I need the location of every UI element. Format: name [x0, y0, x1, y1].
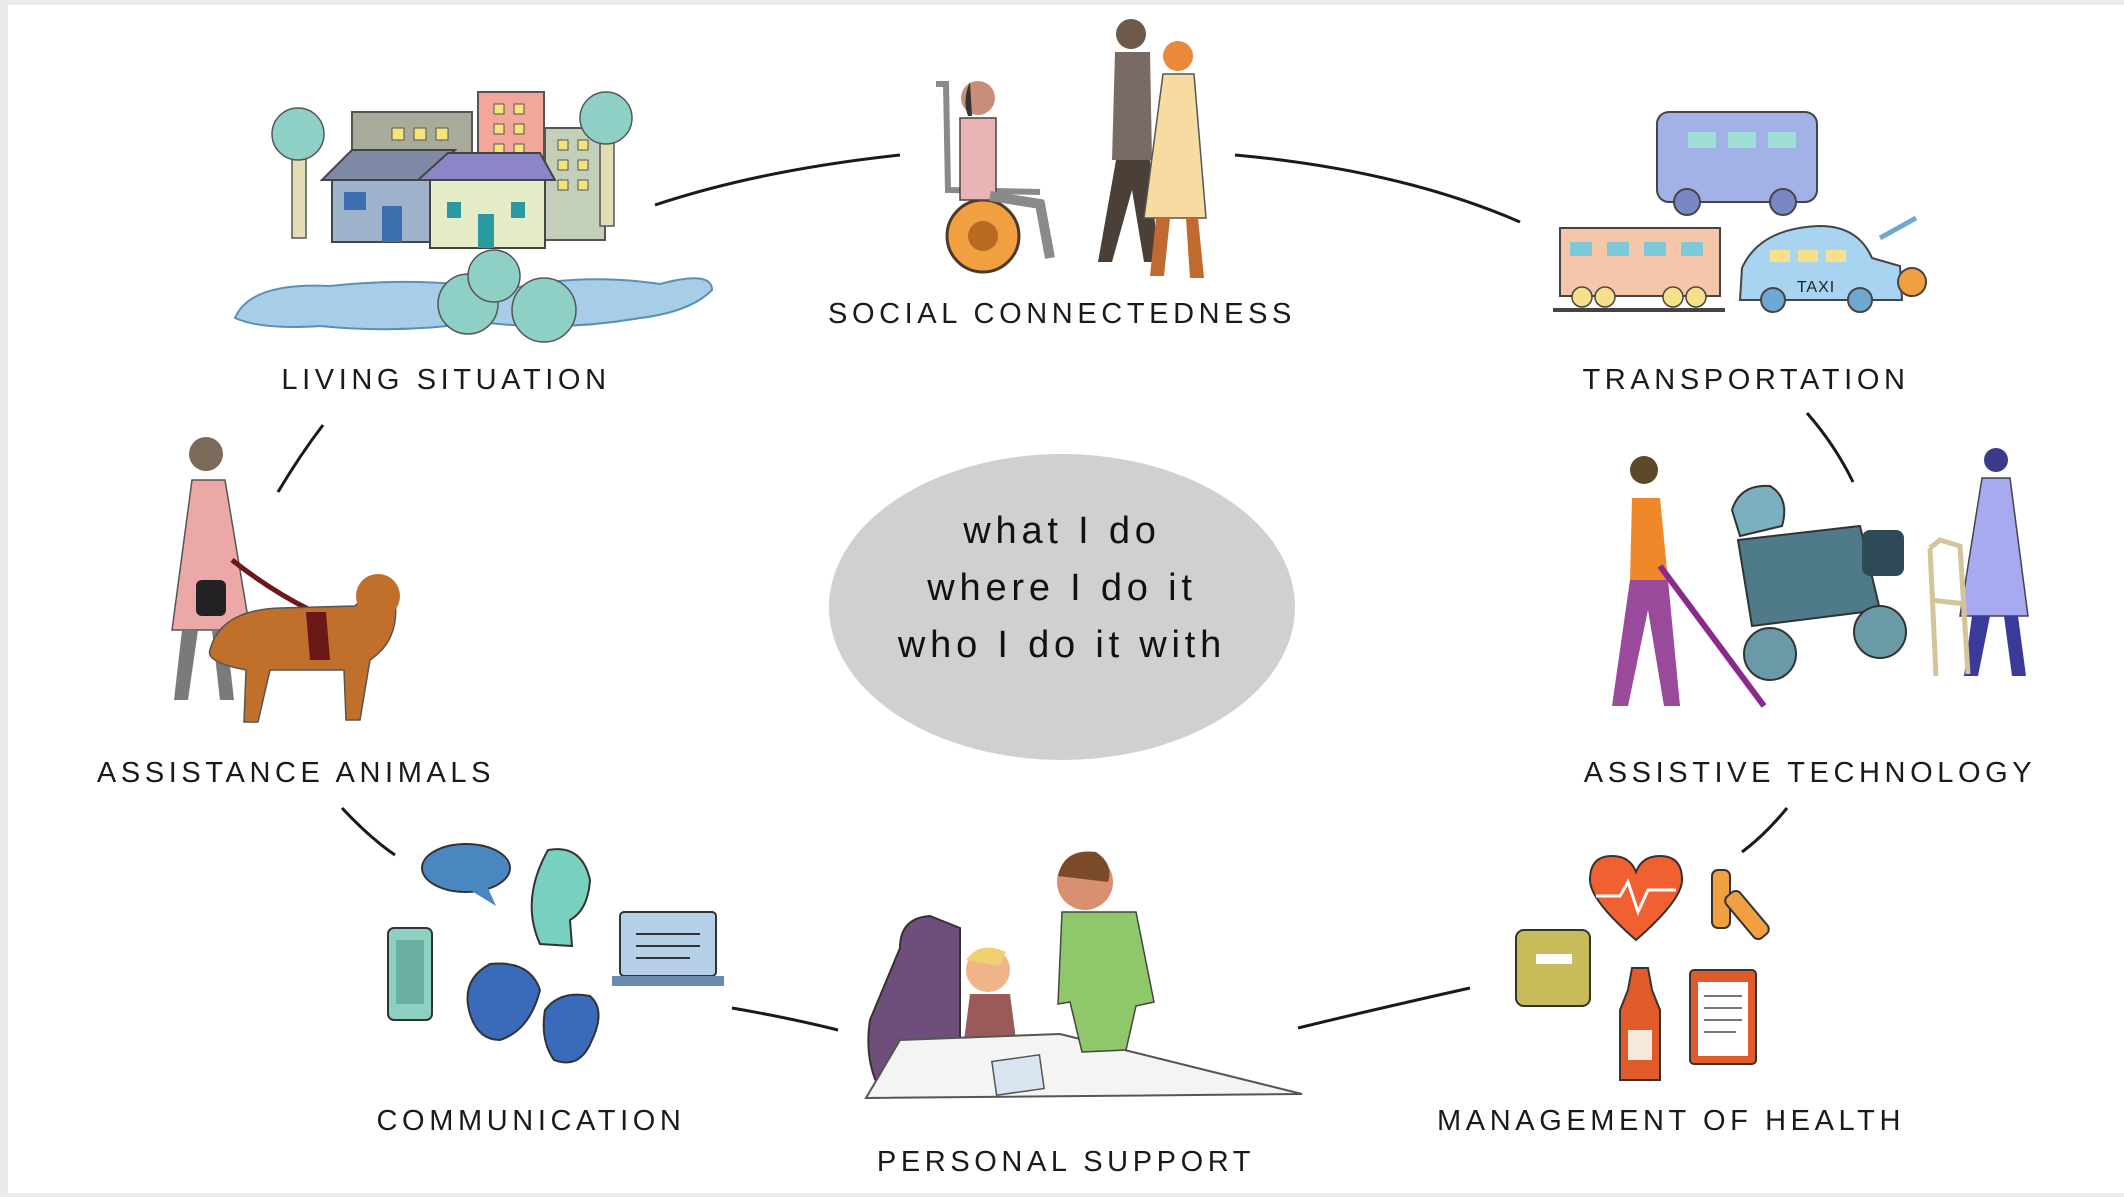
- center-line-who: who I do it with: [897, 624, 1227, 666]
- connector-personal-health: [1297, 986, 1471, 1030]
- cane-scooter-walker-illustration: [1612, 448, 2029, 708]
- people-with-wheelchair-illustration: [936, 19, 1207, 278]
- connector-assistive-health: [1741, 807, 1789, 854]
- taxi-sign-text: TAXI: [1797, 279, 1835, 296]
- center-line-what: what I do: [963, 510, 1161, 552]
- center-line-where: where I do it: [927, 567, 1197, 609]
- speech-sign-device-illustration: [387, 843, 724, 1064]
- label-management-of-health: MANAGEMENT OF HEALTH: [1437, 1105, 1905, 1137]
- connector-living-animals: [276, 424, 325, 493]
- label-living-situation: LIVING SITUATION: [281, 364, 611, 396]
- bus-train-taxi-illustration: TAXI: [1553, 111, 1927, 313]
- label-transportation: TRANSPORTATION: [1582, 364, 1910, 396]
- person-with-guide-dog-illustration: [171, 437, 400, 723]
- connector-animals-communication: [340, 806, 396, 857]
- helper-with-child-drawing-illustration: [864, 851, 1303, 1100]
- heart-medicine-clipboard-illustration: [1515, 854, 1770, 1081]
- connector-communication-personal: [731, 1006, 839, 1032]
- frame-bottom-border: [0, 1193, 2124, 1197]
- center-statement: what I do where I do it who I do it with: [832, 503, 1292, 674]
- center-ellipse: [829, 454, 1295, 760]
- label-social-connectedness: SOCIAL CONNECTEDNESS: [828, 298, 1296, 330]
- label-assistive-technology: ASSISTIVE TECHNOLOGY: [1583, 757, 2037, 789]
- connector-lines: [276, 153, 1855, 1032]
- label-communication: COMMUNICATION: [376, 1105, 686, 1137]
- label-personal-support: PERSONAL SUPPORT: [876, 1146, 1256, 1178]
- frame-top-border: [0, 0, 2124, 5]
- connector-living-social: [654, 153, 901, 207]
- frame-left-border: [0, 0, 8, 1197]
- label-assistance-animals: ASSISTANCE ANIMALS: [96, 757, 496, 789]
- connector-social-transport: [1234, 153, 1521, 224]
- houses-trees-river-illustration: [233, 91, 714, 343]
- connector-transport-assistive: [1805, 412, 1855, 483]
